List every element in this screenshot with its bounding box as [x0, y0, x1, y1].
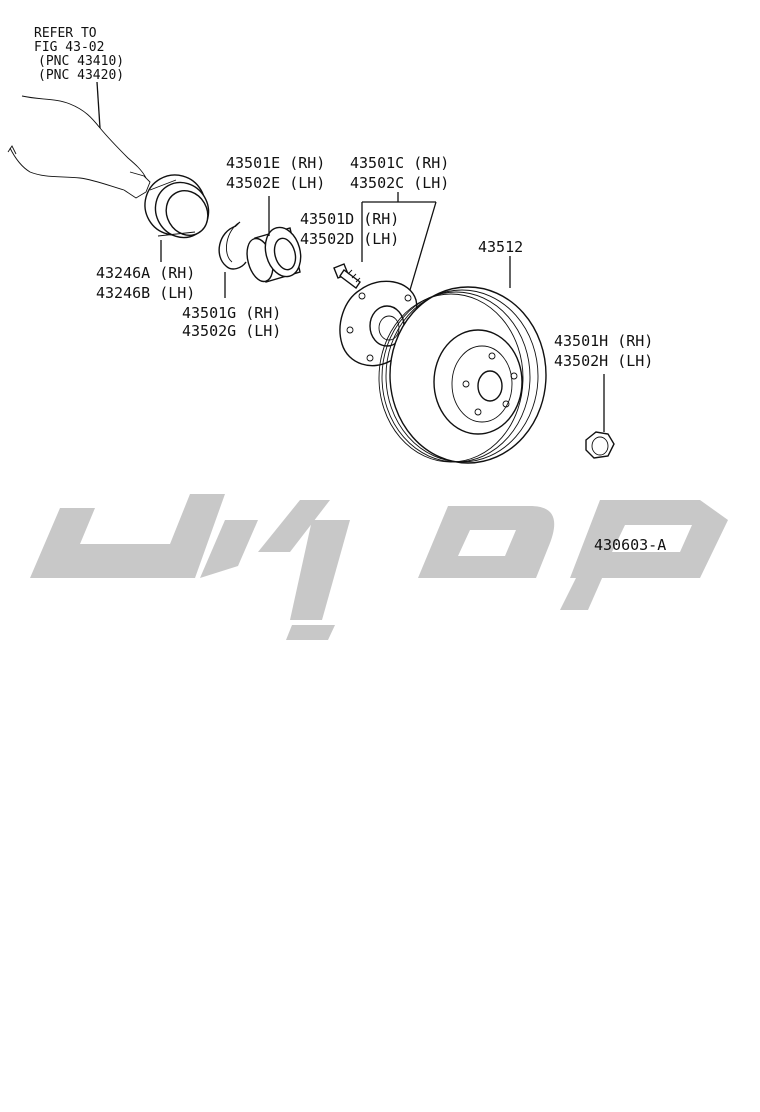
disc-label: 43512: [478, 238, 523, 256]
driveshaft-sketch: [7, 95, 151, 199]
refer-line-2: FIG 43-02: [34, 40, 104, 55]
nut-label-lh: 43502H (LH): [554, 352, 653, 370]
bearing-part: [246, 226, 302, 283]
seal-label-lh: 43246B (LH): [96, 284, 195, 302]
refer-line-3: (PNC 43410): [38, 54, 124, 69]
seal-part: [144, 174, 210, 239]
snap-ring-label-rh: 43501G (RH): [182, 304, 281, 322]
refer-leader: [96, 81, 101, 129]
disc-part: [378, 286, 547, 464]
hub-bolt-label-rh: 43501D (RH): [300, 210, 399, 228]
figure-code: 430603-A: [594, 536, 666, 554]
nut-label-rh: 43501H (RH): [554, 332, 653, 350]
refer-note: REFER TO FIG 43-02 (PNC 43410) (PNC 4342…: [34, 26, 124, 129]
nut-part: [585, 431, 615, 459]
hub-label-lh: 43502C (LH): [350, 174, 449, 192]
hub-label-rh: 43501C (RH): [350, 154, 449, 172]
refer-line-4: (PNC 43420): [38, 68, 124, 83]
hub-bracket-leader: [361, 192, 437, 291]
watermark-logo: [30, 494, 728, 640]
hub-bolt-label-lh: 43502D (LH): [300, 230, 399, 248]
hub-bolt-part: [333, 263, 361, 290]
snap-ring-part: [218, 221, 247, 270]
bearing-label-lh: 43502E (LH): [226, 174, 325, 192]
bearing-label-rh: 43501E (RH): [226, 154, 325, 172]
seal-label-rh: 43246A (RH): [96, 264, 195, 282]
refer-line-1: REFER TO: [34, 26, 97, 41]
snap-ring-label-lh: 43502G (LH): [182, 322, 281, 340]
